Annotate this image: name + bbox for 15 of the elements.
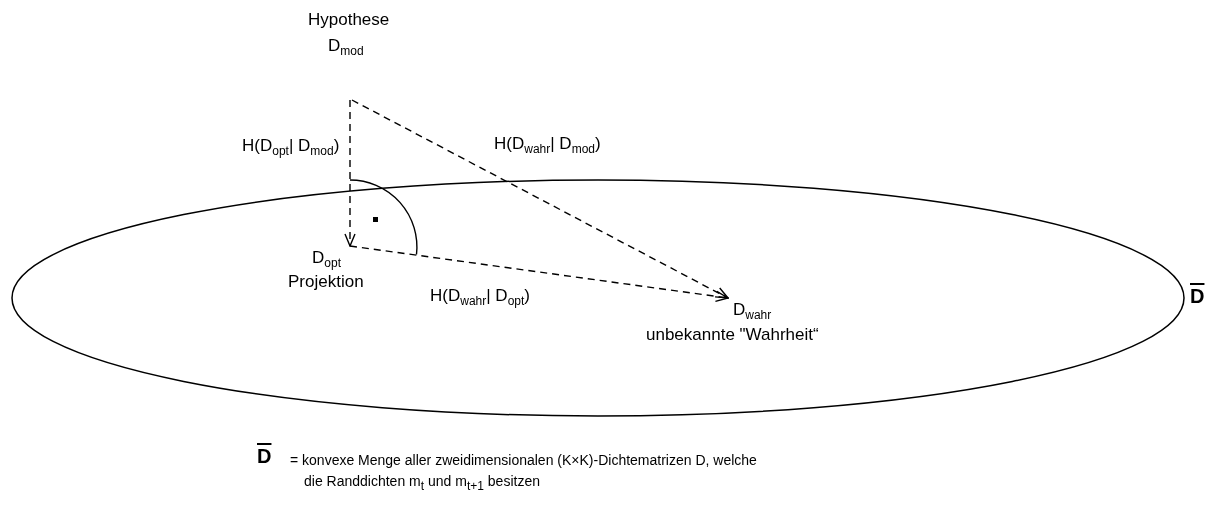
node-caption: D$_{mod}$ bbox=[328, 36, 364, 56]
set-symbol: D bbox=[1190, 286, 1205, 306]
arrow bbox=[344, 99, 356, 247]
node-title: Hypothese bbox=[308, 10, 390, 30]
edge-label: H(D$_{wahr}$| D$_{mod}$) bbox=[494, 134, 601, 154]
edge-label: H(D$_{wahr}$| D$_{opt}$) bbox=[430, 286, 530, 306]
set-symbol: D bbox=[257, 446, 272, 466]
definition-text: = konvexe Menge aller zweidimensionalen (K×K)-Dichtematrizen D, welche die Randdichten m$_{t}$ und m$_{t+1}$ besitzen bbox=[290, 451, 758, 492]
node-caption: unbekannte "Wahrheit“ bbox=[646, 325, 819, 345]
node-title: D$_{opt}$ bbox=[312, 248, 341, 268]
node-title: D$_{wahr}$ bbox=[733, 300, 772, 320]
node-caption: Projektion bbox=[288, 272, 364, 292]
arrow bbox=[349, 245, 729, 302]
edge-label: H(D$_{opt}$| D$_{mod}$) bbox=[242, 136, 340, 156]
arrow bbox=[351, 99, 729, 299]
